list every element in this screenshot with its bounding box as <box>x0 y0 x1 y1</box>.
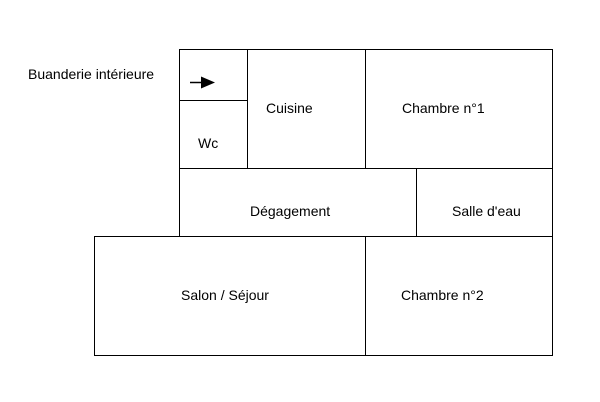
room-cuisine <box>247 49 366 169</box>
room-buanderie <box>179 49 248 101</box>
room-salle-eau <box>416 168 553 237</box>
room-label-chambre-2: Chambre n°2 <box>401 287 484 303</box>
room-label-wc: Wc <box>198 135 218 151</box>
room-label-chambre-1: Chambre n°1 <box>402 100 485 116</box>
buanderie-annotation-label: Buanderie intérieure <box>28 66 154 82</box>
room-label-salon-sejour: Salon / Séjour <box>181 287 269 303</box>
room-label-salle-eau: Salle d'eau <box>452 203 521 219</box>
room-label-cuisine: Cuisine <box>266 100 313 116</box>
room-salon-sejour <box>94 236 366 356</box>
room-wc <box>179 100 248 169</box>
room-chambre-1 <box>365 49 553 169</box>
arrow-right-icon <box>190 76 215 89</box>
room-chambre-2 <box>365 236 553 356</box>
room-label-degagement: Dégagement <box>250 203 330 219</box>
room-degagement <box>179 168 417 237</box>
